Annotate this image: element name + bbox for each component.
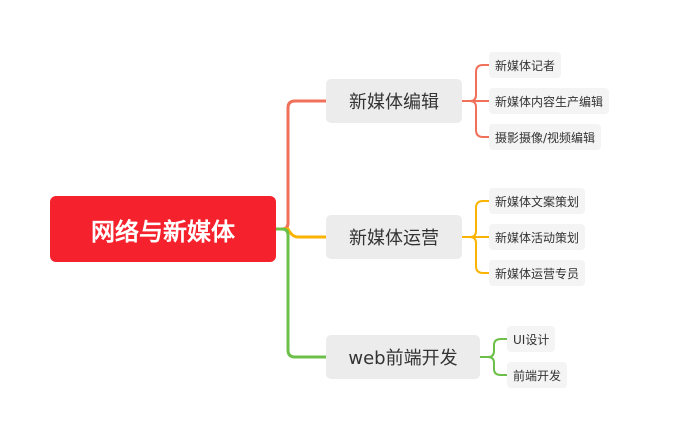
leaf-topic[interactable]: 新媒体活动策划 bbox=[489, 224, 586, 250]
connector-branch-1-leaf-1 bbox=[462, 64, 489, 102]
branch-topic-editing[interactable]: 新媒体编辑 bbox=[326, 79, 462, 123]
leaf-topic[interactable]: 新媒体记者 bbox=[489, 52, 562, 78]
branch-topic-operations[interactable]: 新媒体运营 bbox=[326, 215, 462, 259]
connector-branch-2-leaf-1 bbox=[462, 200, 489, 238]
leaf-topic[interactable]: 新媒体文案策划 bbox=[489, 188, 586, 214]
leaf-topic[interactable]: 新媒体内容生产编辑 bbox=[489, 88, 610, 114]
root-topic[interactable]: 网络与新媒体 bbox=[50, 196, 276, 262]
leaf-topic[interactable]: 摄影摄像/视频编辑 bbox=[489, 124, 602, 150]
connector-branch-1-leaf-3 bbox=[462, 100, 489, 138]
leaf-topic[interactable]: UI设计 bbox=[507, 326, 556, 352]
connector-branch-2-leaf-3 bbox=[462, 236, 489, 274]
connector-branch-3-leaf-2 bbox=[480, 356, 507, 376]
leaf-topic[interactable]: 前端开发 bbox=[507, 362, 568, 388]
leaf-topic[interactable]: 新媒体运营专员 bbox=[489, 260, 586, 286]
connector-root-branch-2 bbox=[276, 227, 326, 239]
connector-root-branch-1 bbox=[276, 99, 326, 231]
branch-topic-web-frontend[interactable]: web前端开发 bbox=[326, 335, 480, 379]
connector-root-branch-3 bbox=[276, 227, 326, 359]
connector-branch-3-leaf-1 bbox=[480, 338, 507, 358]
